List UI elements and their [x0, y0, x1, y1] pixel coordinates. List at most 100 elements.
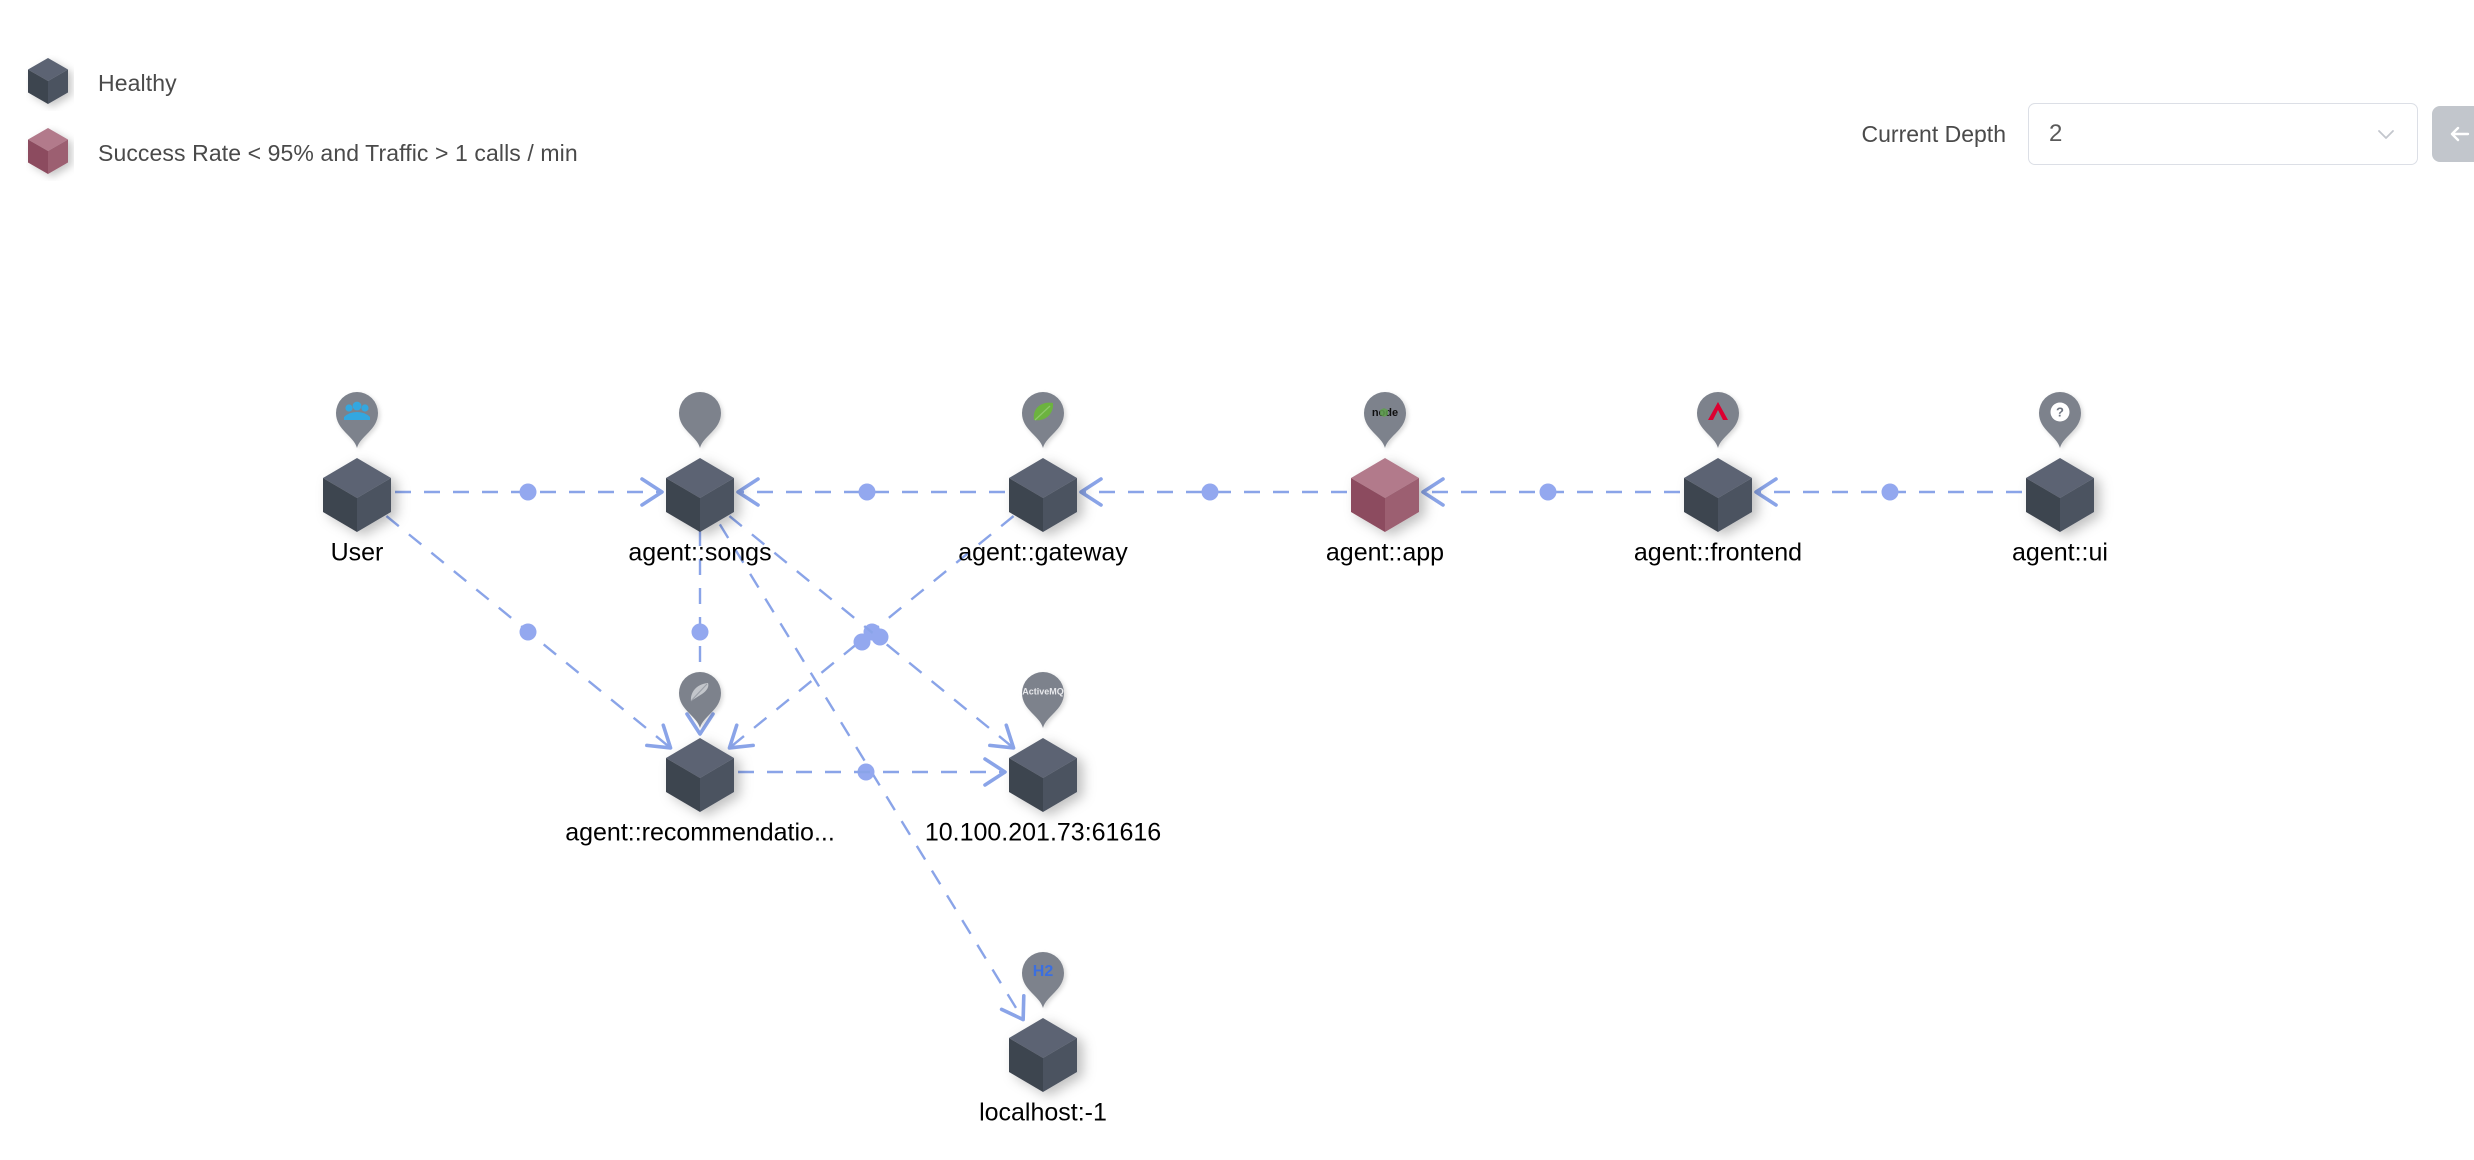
node-label: 10.100.201.73:61616 — [925, 819, 1161, 847]
graph-edge[interactable] — [1754, 477, 2022, 507]
cube-right-face — [1718, 478, 1752, 532]
graph-edge[interactable] — [728, 515, 1021, 758]
node-label: agent::gateway — [958, 539, 1128, 567]
edge-midpoint-dot[interactable] — [691, 623, 709, 641]
node-label: agent::recommendatio... — [565, 819, 835, 847]
activemq-icon: ActiveMQ — [1022, 686, 1064, 696]
h2-icon: H2 — [1033, 963, 1054, 980]
users-icon — [344, 401, 370, 420]
cube-right-face — [1043, 758, 1077, 812]
node-pin-marker — [1697, 392, 1739, 448]
graph-node[interactable]: agent::recommendatio... — [565, 672, 835, 847]
legend-label-degraded: Success Rate < 95% and Traffic > 1 calls… — [98, 139, 578, 166]
graph-node[interactable]: agent::songs — [628, 392, 772, 567]
node-pin-marker — [1364, 392, 1406, 448]
edge-midpoint-dot[interactable] — [1881, 483, 1899, 501]
cube-right-face — [1043, 1038, 1077, 1092]
node-cube[interactable] — [666, 738, 734, 812]
cube-left-face — [2026, 478, 2060, 532]
edge-layer — [385, 477, 2022, 1026]
cube-left-face — [1009, 758, 1043, 812]
cube-left-face — [666, 478, 700, 532]
legend-item-healthy: Healthy — [26, 48, 578, 118]
node-layer[interactable]: User agent::songs agent::gateway nodeagent:… — [323, 392, 2108, 1127]
node-label: agent::songs — [628, 539, 771, 567]
angular-icon — [1708, 402, 1728, 420]
node-pin-marker — [679, 672, 721, 728]
edge-arrowhead — [727, 723, 755, 750]
cube-left-face — [1351, 478, 1385, 532]
graph-node[interactable]: agent::gateway — [958, 392, 1128, 567]
graph-edge[interactable] — [718, 523, 1034, 1026]
graph-edge[interactable] — [385, 515, 678, 758]
healthy-cube-icon — [26, 55, 74, 111]
node-label: User — [331, 539, 384, 567]
edge-arrowhead — [988, 723, 1016, 750]
degraded-cube-icon — [26, 125, 74, 181]
edge-arrowhead — [640, 477, 664, 507]
graph-edge[interactable] — [1421, 477, 1680, 507]
cube-right-face — [1043, 478, 1077, 532]
edge-arrowhead — [685, 712, 715, 736]
cube-left-face — [323, 478, 357, 532]
node-pin-marker — [1022, 392, 1064, 448]
edge-midpoint-dot[interactable] — [1539, 483, 1557, 501]
depth-select-value: 2 — [2049, 120, 2063, 147]
cube-left-face — [666, 758, 700, 812]
edge-midpoint-dot[interactable] — [853, 633, 871, 651]
graph-node[interactable]: User — [323, 392, 391, 567]
edge-midpoint-dot[interactable] — [519, 483, 537, 501]
node-cube[interactable] — [1009, 1018, 1077, 1092]
graph-node[interactable]: ActiveMQ 10.100.201.73:61616 — [925, 672, 1161, 847]
node-cube[interactable] — [1009, 738, 1077, 812]
edge-arrowhead — [999, 993, 1026, 1022]
cube-left-face — [1009, 478, 1043, 532]
node-cube[interactable] — [1351, 458, 1419, 532]
node-cube[interactable] — [323, 458, 391, 532]
graph-edge[interactable] — [395, 477, 664, 507]
edge-midpoint-dot[interactable] — [1201, 483, 1219, 501]
node-cube[interactable] — [1684, 458, 1752, 532]
depth-control: Current Depth 2 — [1862, 103, 2474, 165]
cube-right-face — [357, 478, 391, 532]
edge-arrowhead — [983, 757, 1007, 787]
node-label: agent::ui — [2012, 539, 2108, 567]
edge-arrowhead — [645, 723, 673, 750]
node-label: agent::app — [1326, 539, 1444, 567]
node-label: agent::frontend — [1634, 539, 1802, 567]
back-button[interactable] — [2432, 106, 2474, 162]
node-cube[interactable] — [2026, 458, 2094, 532]
cube-right-face — [700, 478, 734, 532]
question-icon — [2050, 402, 2070, 422]
cube-left-face — [1009, 1038, 1043, 1092]
graph-edge[interactable] — [1079, 477, 1347, 507]
graph-edge[interactable] — [736, 477, 1005, 507]
legend-item-degraded: Success Rate < 95% and Traffic > 1 calls… — [26, 118, 578, 188]
edge-arrowhead — [1079, 477, 1103, 507]
graph-node[interactable]: ?agent::ui — [2012, 392, 2108, 567]
edge-midpoint-dot[interactable] — [519, 623, 537, 641]
graph-node[interactable]: agent::frontend — [1634, 392, 1802, 567]
cube-right-face — [700, 758, 734, 812]
svg-text:?: ? — [2056, 404, 2064, 419]
node-cube[interactable] — [666, 458, 734, 532]
edge-midpoint-dot[interactable] — [871, 628, 889, 646]
node-cube[interactable] — [1009, 458, 1077, 532]
graph-edge[interactable] — [685, 530, 715, 736]
cube-left-face — [1684, 478, 1718, 532]
legend: Healthy Success Rate < 95% and Traffic >… — [26, 48, 578, 188]
cube-right-face — [2060, 478, 2094, 532]
depth-select[interactable]: 2 — [2028, 103, 2418, 165]
chevron-down-icon — [2375, 123, 2397, 145]
node-pin-marker — [1022, 952, 1064, 1008]
graph-node[interactable]: nodeagent::app — [1326, 392, 1444, 567]
edge-arrowhead — [736, 477, 760, 507]
node-pin-marker — [679, 392, 721, 448]
graph-edge[interactable] — [738, 628, 1007, 787]
legend-label-healthy: Healthy — [98, 69, 177, 96]
edge-midpoint-dot[interactable] — [858, 483, 876, 501]
